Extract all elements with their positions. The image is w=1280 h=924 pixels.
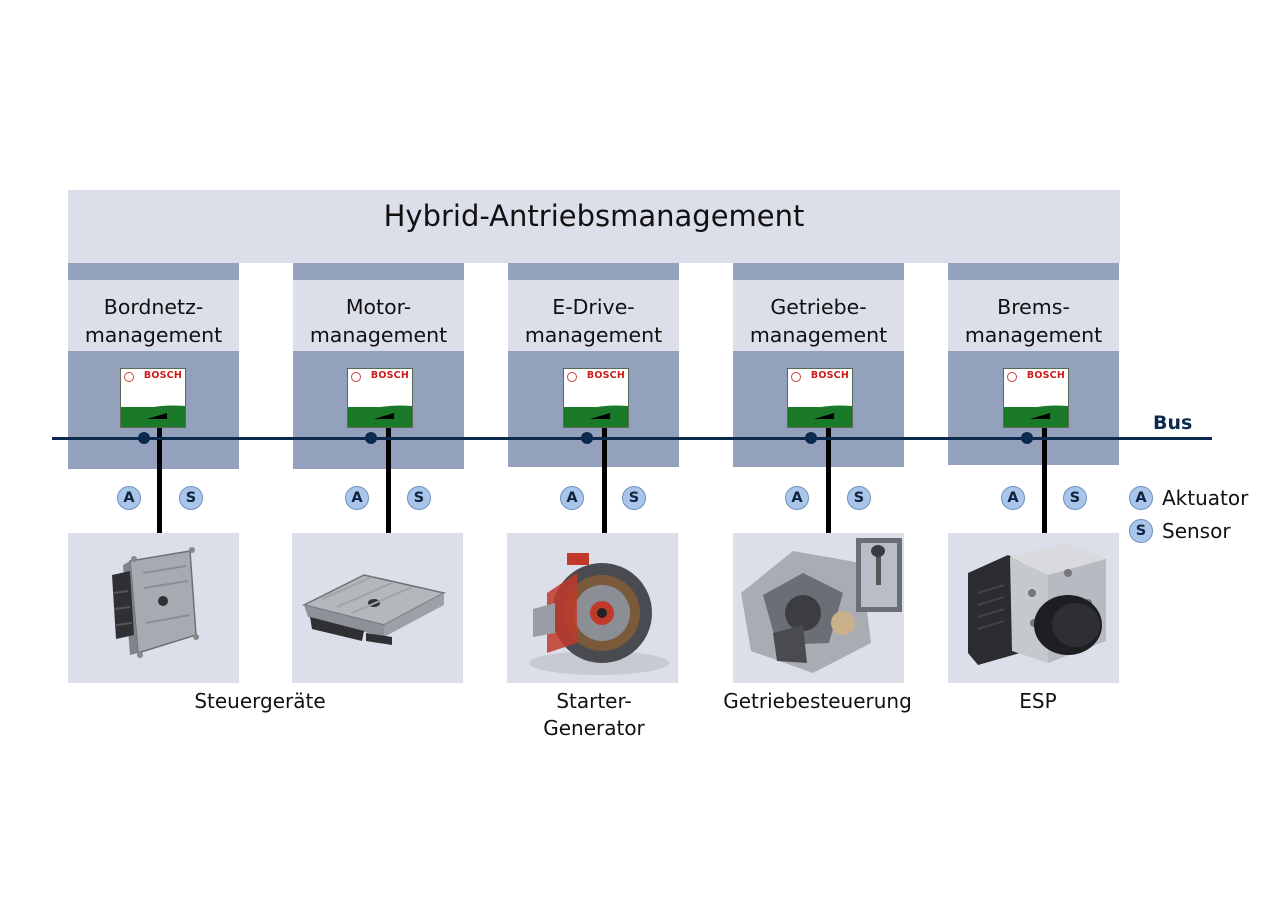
caption-getriebesteuerung: Getriebesteuerung [723,689,912,713]
legend-sensor-badge: S [1129,519,1153,543]
module-cap [948,263,1119,280]
actuator-badge: A [345,486,369,510]
module-label: Motor- management [309,295,448,347]
module-label: E-Drive- management [524,295,663,347]
actuator-badge: A [560,486,584,510]
ecu-housing-image [112,547,199,658]
bus-line [52,437,1212,440]
actuator-badge: A [117,486,141,510]
ecu-display-icon [1004,405,1068,427]
bus-node [805,432,817,444]
sensor-badge: S [847,486,871,510]
ecu-photo [292,533,463,683]
actuator-badge: A [1001,486,1025,510]
bus-label: Bus [1153,412,1193,434]
ecu-icon: BOSCH [563,368,629,428]
bus-node [581,432,593,444]
connector-line [157,422,162,534]
sensor-badge: S [1063,486,1087,510]
starter-generator-photo [507,533,678,683]
module-label: Bordnetz- management [84,295,223,347]
bus-node [138,432,150,444]
module-label-box: E-Drive- management [508,280,679,351]
ecu-display-icon [564,405,628,427]
esp-photo [948,533,1119,683]
module-label: Getriebe- management [749,295,888,347]
electric-motor-image [529,553,669,675]
ecu-brand: BOSCH [370,370,409,381]
ecu-icon: BOSCH [347,368,413,428]
ecu-brand: BOSCH [143,370,182,381]
ecu-icon: BOSCH [1003,368,1069,428]
caption-esp: ESP [1019,689,1057,713]
ecu-brand: BOSCH [1026,370,1065,381]
bus-node [1021,432,1033,444]
module-bordnetz: Bordnetz- management [68,263,239,469]
module-label: Brems- management [964,295,1103,347]
ecu-display-icon [121,405,185,427]
module-cap [508,263,679,280]
sensor-badge: S [179,486,203,510]
module-motor: Motor- management [293,263,464,469]
bosch-logo-icon [791,372,801,382]
ecu-photo [68,533,239,683]
esp-unit-image [968,543,1106,665]
transmission-photo [733,533,904,683]
connector-line [602,422,607,534]
module-cap [733,263,904,280]
legend-actuator-badge: A [1129,486,1153,510]
hybrid-management-banner: Hybrid-Antriebsmanagement [68,190,1120,263]
transmission-image [741,538,902,673]
module-cap [293,263,464,280]
ecu-brand: BOSCH [810,370,849,381]
module-label-box: Bordnetz- management [68,280,239,351]
module-cap [68,263,239,280]
module-getriebe: Getriebe- management [733,263,904,467]
bus-node [365,432,377,444]
sensor-badge: S [622,486,646,510]
connector-line [1042,422,1047,534]
ecu-display-icon [788,405,852,427]
caption-steuergeraete: Steuergeräte [194,689,326,713]
ecu-display-icon [348,405,412,427]
sensor-badge: S [407,486,431,510]
bosch-logo-icon [567,372,577,382]
ecu-brand: BOSCH [586,370,625,381]
connector-line [386,422,391,534]
bosch-logo-icon [351,372,361,382]
connector-line [826,422,831,534]
caption-starter-generator: Starter- Generator [543,689,645,740]
ecu-icon: BOSCH [120,368,186,428]
actuator-badge: A [785,486,809,510]
bosch-logo-icon [1007,372,1017,382]
module-label-box: Brems- management [948,280,1119,351]
bosch-logo-icon [124,372,134,382]
ecu-flat-image [301,574,447,645]
legend-actuator-label: Aktuator [1162,486,1249,510]
module-label-box: Getriebe- management [733,280,904,351]
diagram-title: Hybrid-Antriebsmanagement [383,199,805,233]
module-brems: Brems- management [948,263,1119,465]
legend-sensor-label: Sensor [1162,519,1231,543]
ecu-icon: BOSCH [787,368,853,428]
module-label-box: Motor- management [293,280,464,351]
